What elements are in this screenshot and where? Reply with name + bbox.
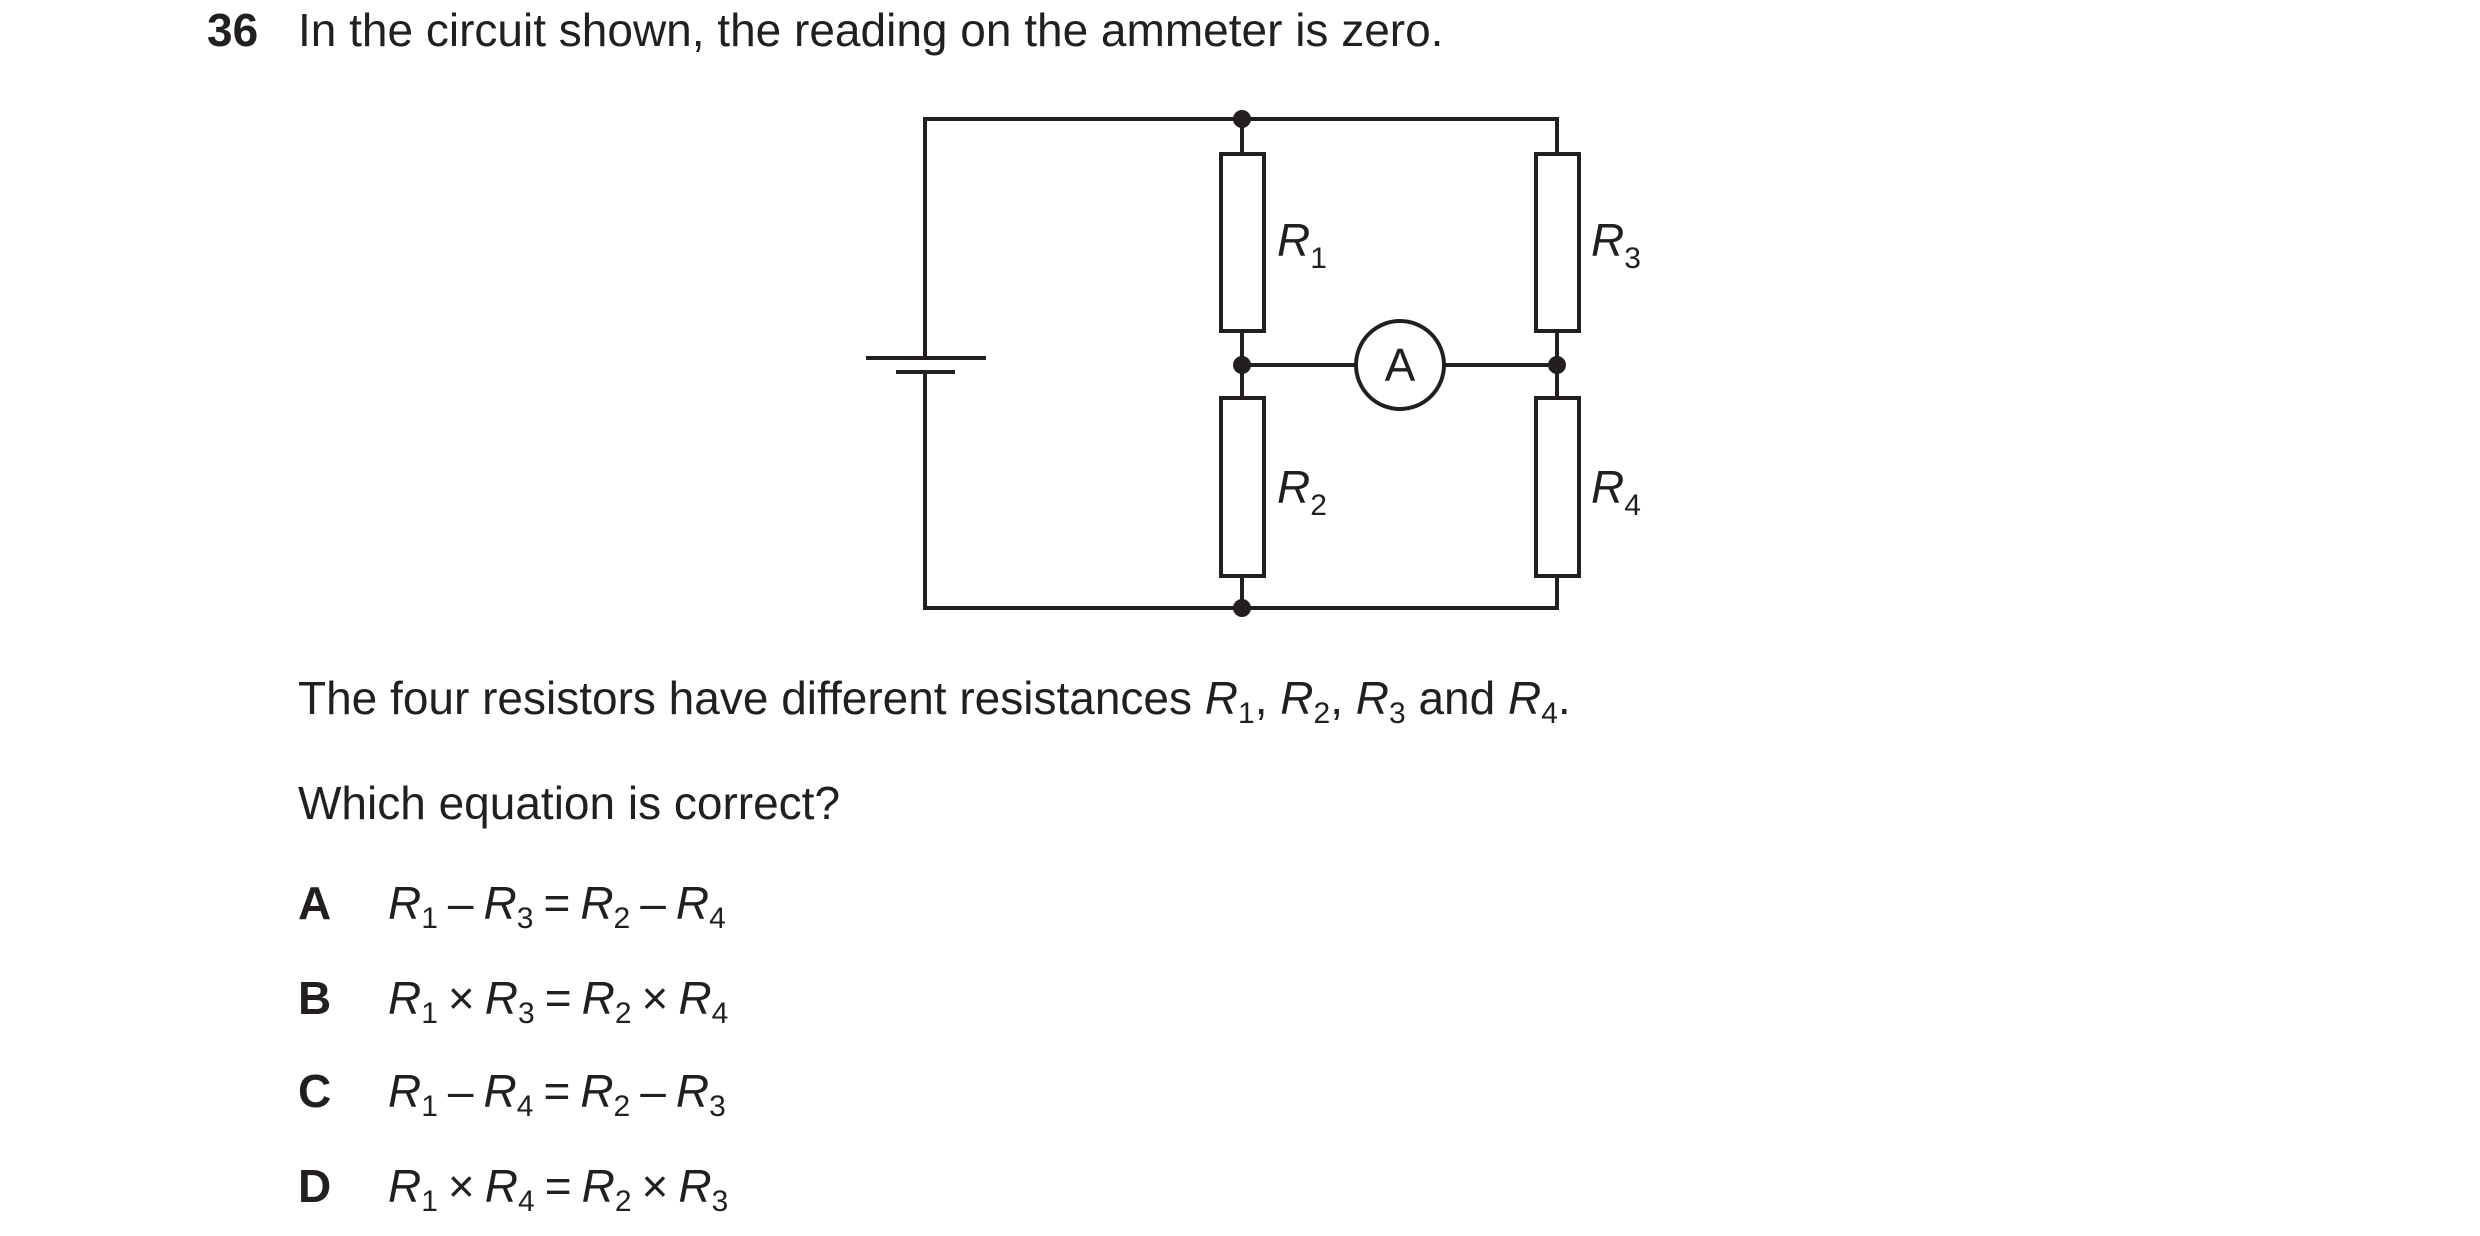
question-number: 36 bbox=[207, 4, 259, 56]
option-letter: A bbox=[298, 877, 332, 929]
question-prompt: Which equation is correct? bbox=[298, 777, 841, 829]
option-letter: C bbox=[298, 1065, 332, 1117]
resistor-r1 bbox=[1219, 152, 1266, 333]
question-stem: In the circuit shown, the reading on the… bbox=[298, 4, 1444, 56]
resistances-statement: The four resistors have different resist… bbox=[298, 672, 1571, 730]
junction-dot bbox=[1233, 356, 1251, 374]
ammeter-label: A bbox=[1385, 339, 1416, 391]
resistor-r2 bbox=[1219, 396, 1266, 578]
junction-dot bbox=[1233, 599, 1251, 617]
resistor-r3 bbox=[1534, 152, 1581, 333]
label-r3: R3 bbox=[1591, 214, 1641, 275]
label-r4: R4 bbox=[1591, 461, 1641, 522]
junction-dot bbox=[1548, 356, 1566, 374]
ammeter bbox=[1354, 319, 1446, 411]
circuit-diagram: A R1 R2 R3 R4 bbox=[866, 110, 1641, 617]
option-letter: D bbox=[298, 1160, 332, 1212]
label-r2: R2 bbox=[1277, 461, 1327, 522]
option-letter: B bbox=[298, 972, 332, 1024]
label-r1: R1 bbox=[1277, 214, 1327, 275]
junction-dot bbox=[1233, 110, 1251, 128]
resistor-r4 bbox=[1534, 396, 1581, 578]
